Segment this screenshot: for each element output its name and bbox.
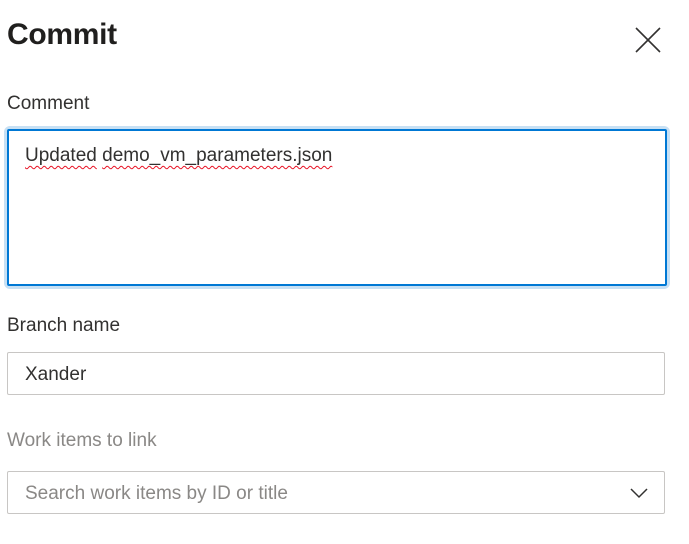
branch-name-value: Xander: [25, 364, 87, 385]
dialog-title: Commit: [7, 18, 117, 51]
comment-value: Updated demo_vm_parameters.json: [25, 145, 332, 167]
comment-word-misspelled: demo_vm_parameters.json: [102, 145, 333, 166]
close-icon: [635, 27, 661, 53]
chevron-down-icon[interactable]: [630, 484, 648, 502]
comment-focus-ring: Updated demo_vm_parameters.json: [4, 126, 670, 289]
work-items-search-dropdown[interactable]: Search work items by ID or title: [7, 471, 665, 514]
comment-label: Comment: [7, 93, 90, 114]
comment-word-misspelled: Updated: [25, 145, 97, 166]
branch-name-input[interactable]: Xander: [7, 352, 665, 395]
branch-name-label: Branch name: [7, 315, 121, 336]
work-items-placeholder: Search work items by ID or title: [25, 483, 288, 504]
work-items-label: Work items to link: [7, 430, 157, 451]
comment-textarea[interactable]: Updated demo_vm_parameters.json: [7, 129, 667, 286]
close-button[interactable]: [630, 22, 666, 58]
